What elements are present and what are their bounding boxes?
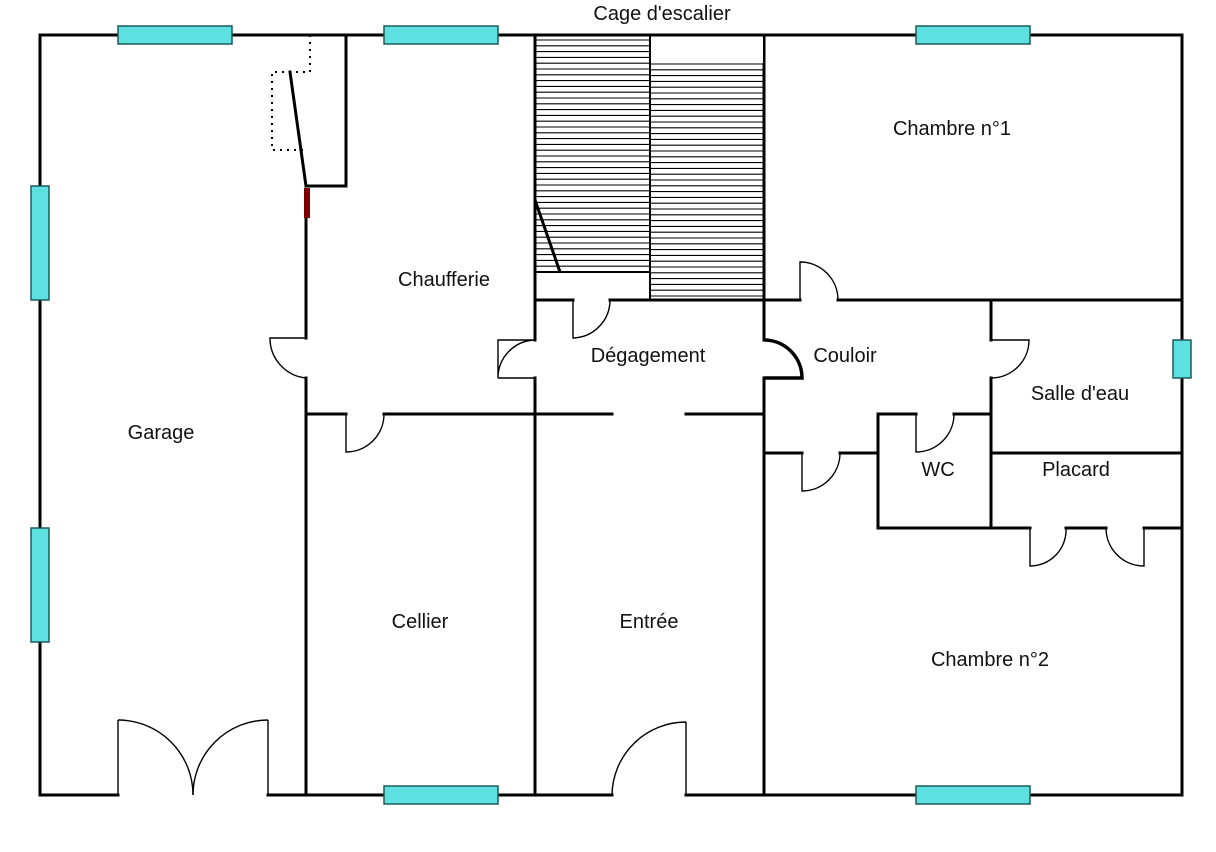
label-cellier: Cellier [392, 611, 449, 633]
stair-landing [651, 37, 763, 63]
window [915, 25, 1031, 45]
label-salle-eau: Salle d'eau [1031, 383, 1129, 405]
window [383, 785, 499, 805]
window [383, 25, 499, 45]
window [1172, 339, 1192, 379]
label-cage-escalier: Cage d'escalier [593, 3, 731, 25]
label-chambre-1: Chambre n°1 [893, 118, 1011, 140]
room-labels: Cage d'escalier Chambre n°1 Chaufferie D… [128, 3, 1130, 671]
label-wc: WC [921, 459, 954, 481]
stair-diagonal [533, 199, 562, 273]
window [117, 25, 233, 45]
label-chaufferie: Chaufferie [398, 269, 490, 291]
label-placard: Placard [1042, 459, 1110, 481]
doors [117, 261, 1145, 796]
label-degagement: Dégagement [591, 345, 706, 367]
window [30, 527, 50, 643]
label-entree: Entrée [620, 611, 679, 633]
chimney [271, 34, 311, 218]
label-garage: Garage [128, 422, 195, 444]
label-couloir: Couloir [813, 345, 877, 367]
windows [30, 25, 1192, 805]
label-chambre-2: Chambre n°2 [931, 649, 1049, 671]
window [30, 185, 50, 301]
interior-walls [304, 33, 1184, 797]
staircase [533, 35, 764, 300]
window [915, 785, 1031, 805]
